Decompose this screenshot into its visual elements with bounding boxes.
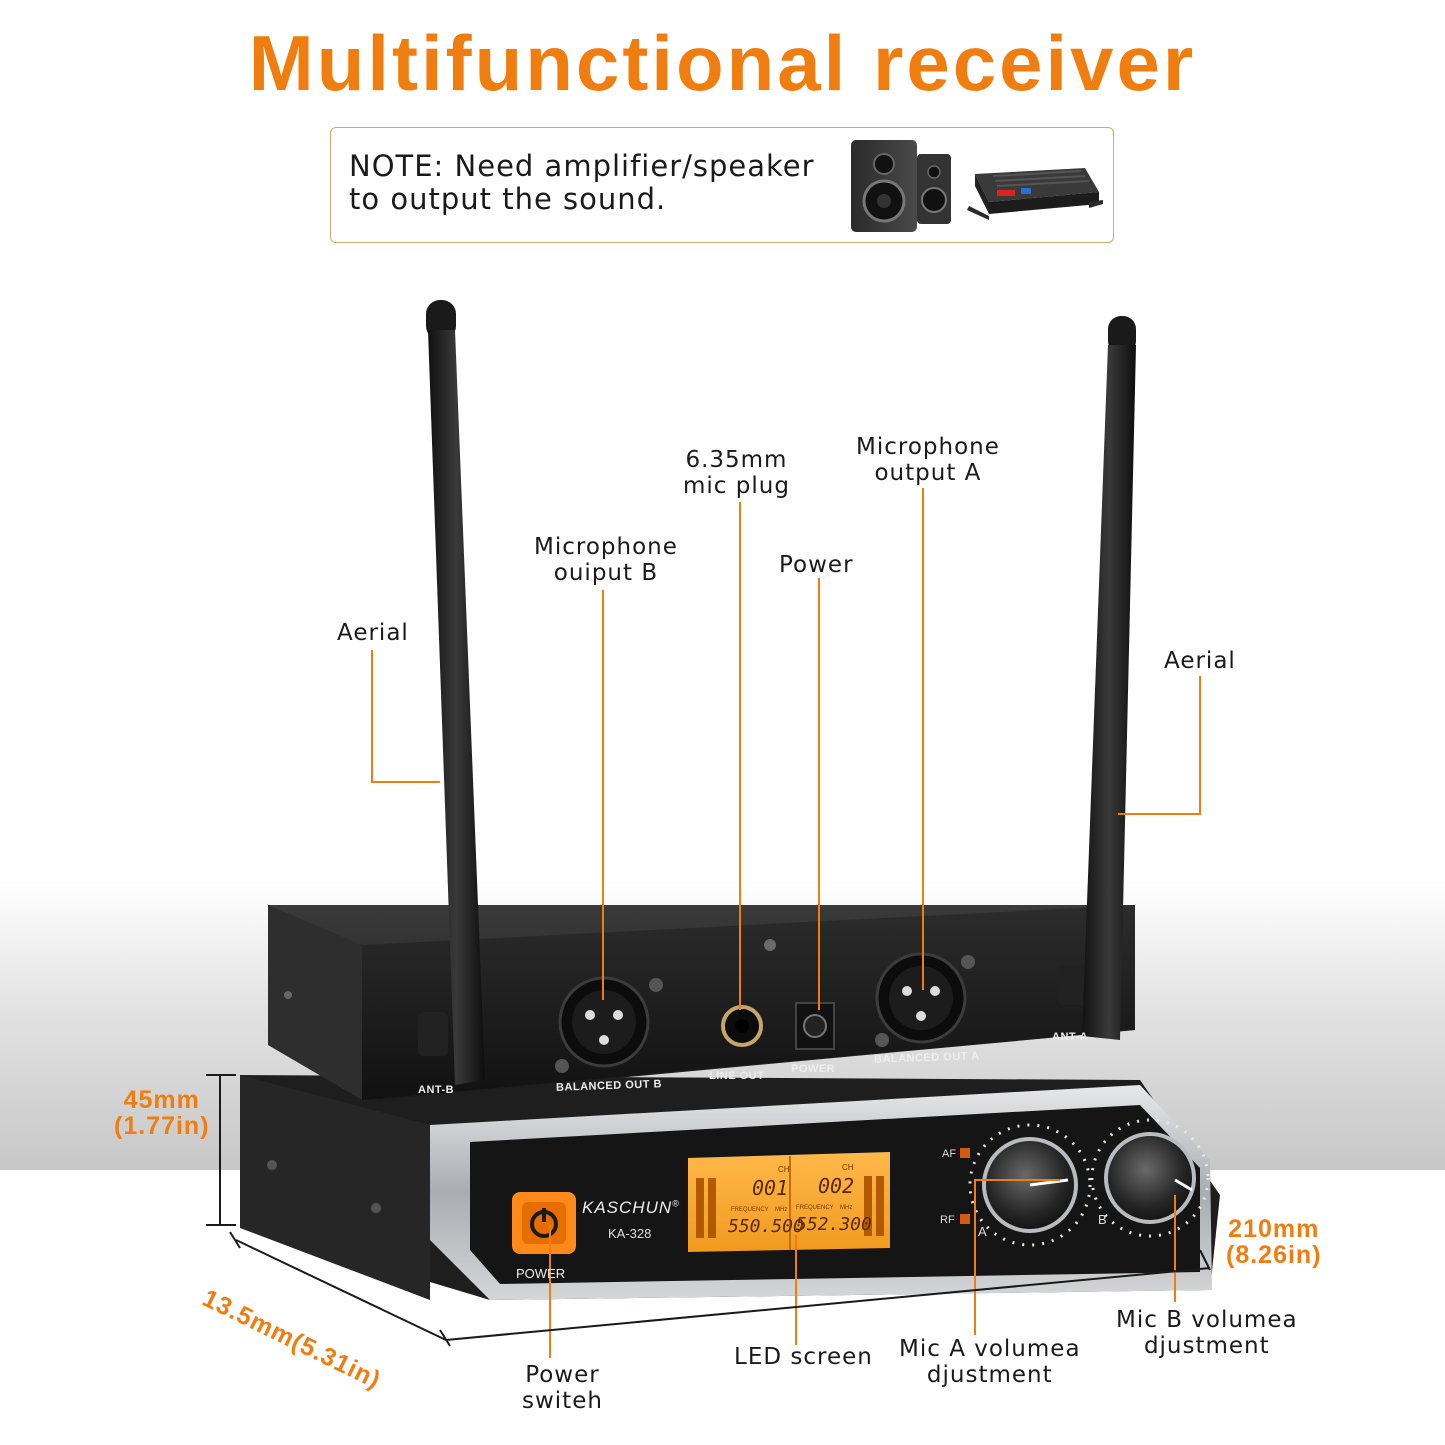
callout-mic-output-a: Microphone output A	[856, 434, 1000, 486]
antenna-left	[426, 300, 485, 1085]
label-line-out: LINE OUT	[709, 1070, 765, 1082]
note-box: NOTE: Need amplifier/speaker to output t…	[330, 127, 1114, 243]
rf-indicator-label: RF	[940, 1214, 955, 1226]
lcd-frequency-a: 550.500	[728, 1216, 804, 1237]
knob-b-label: B	[1098, 1212, 1107, 1227]
callout-mic-output-b-line2: ouiput B	[553, 560, 659, 586]
dimension-width-in: (8.26in)	[1226, 1241, 1322, 1269]
knob-a-label: A	[978, 1224, 987, 1239]
note-text: NOTE: Need amplifier/speaker to output t…	[349, 150, 815, 216]
note-line-1: NOTE: Need amplifier/speaker	[349, 149, 815, 183]
callout-mic-a-volume: Mic A volumea djustment	[899, 1336, 1081, 1388]
label-ant-b: ANT-B	[418, 1084, 455, 1096]
model-number: KA-328	[608, 1226, 652, 1241]
brand-logo: KASCHUN®	[582, 1198, 680, 1218]
lcd-channel-b: 002	[818, 1174, 855, 1198]
lcd-frequency-label-b: FREQUENCY	[796, 1205, 834, 1211]
callout-led-screen: LED screen	[734, 1344, 873, 1370]
callout-mic-plug-line2: mic plug	[683, 473, 790, 499]
callout-aerial-left: Aerial	[337, 620, 409, 646]
callout-mic-b-volume: Mic B volumea djustment	[1116, 1307, 1298, 1359]
rear-unit	[268, 905, 1135, 1100]
lcd-ch-label-a: CH	[778, 1165, 790, 1174]
callout-mic-b-volume-line1: Mic B volumea	[1116, 1307, 1298, 1333]
callout-mic-plug: 6.35mm mic plug	[683, 447, 790, 499]
lcd-frequency-b: 552.300	[796, 1214, 872, 1235]
label-ant-a: ANT-A	[1052, 1031, 1089, 1043]
lcd-channel-a: 001	[752, 1176, 789, 1200]
af-indicator-label: AF	[942, 1148, 957, 1160]
dimension-height: 45mm (1.77in)	[114, 1087, 210, 1139]
callout-mic-b-volume-line2: djustment	[1143, 1333, 1270, 1359]
callout-mic-output-b: Microphone ouiput B	[534, 534, 678, 586]
callout-mic-output-a-line2: output A	[874, 460, 982, 486]
dimension-width: 210mm (8.26in)	[1226, 1216, 1322, 1268]
callout-power: Power	[779, 552, 854, 578]
dimension-lines	[206, 1074, 1211, 1347]
callout-aerial-right: Aerial	[1164, 648, 1236, 674]
front-panel-details	[512, 1118, 1210, 1254]
page-title: Multifunctional receiver	[248, 19, 1197, 107]
callout-mic-a-volume-line2: djustment	[926, 1362, 1053, 1388]
callout-mic-plug-line1: 6.35mm	[685, 447, 788, 473]
lcd-mhz-label-a: MHz	[775, 1207, 788, 1213]
callout-power-switch: Power switeh	[522, 1362, 603, 1414]
brand-name: KASCHUN	[582, 1198, 673, 1217]
dimension-width-mm: 210mm	[1228, 1215, 1320, 1243]
speakers-icon	[851, 140, 951, 232]
callout-mic-output-b-line1: Microphone	[534, 534, 678, 560]
callout-mic-output-a-line1: Microphone	[856, 434, 1000, 460]
amplifier-icon	[967, 168, 1103, 220]
lcd-mhz-label-b: MHz	[840, 1205, 853, 1211]
callout-lines	[371, 488, 1201, 1358]
label-power-jack: POWER	[791, 1063, 836, 1075]
callout-power-switch-line2: switeh	[522, 1388, 603, 1414]
note-line-2: to output the sound.	[349, 182, 667, 216]
power-button-label: POWER	[516, 1266, 566, 1281]
dimension-height-mm: 45mm	[123, 1086, 200, 1114]
callout-mic-a-volume-line1: Mic A volumea	[899, 1336, 1081, 1362]
dimension-height-in: (1.77in)	[114, 1112, 210, 1140]
antenna-right	[1082, 316, 1136, 1040]
callout-power-switch-line1: Power	[525, 1362, 600, 1388]
lcd-ch-label-b: CH	[842, 1163, 854, 1172]
brand-mark: ®	[672, 1198, 680, 1209]
lcd-frequency-label-a: FREQUENCY	[731, 1207, 769, 1213]
